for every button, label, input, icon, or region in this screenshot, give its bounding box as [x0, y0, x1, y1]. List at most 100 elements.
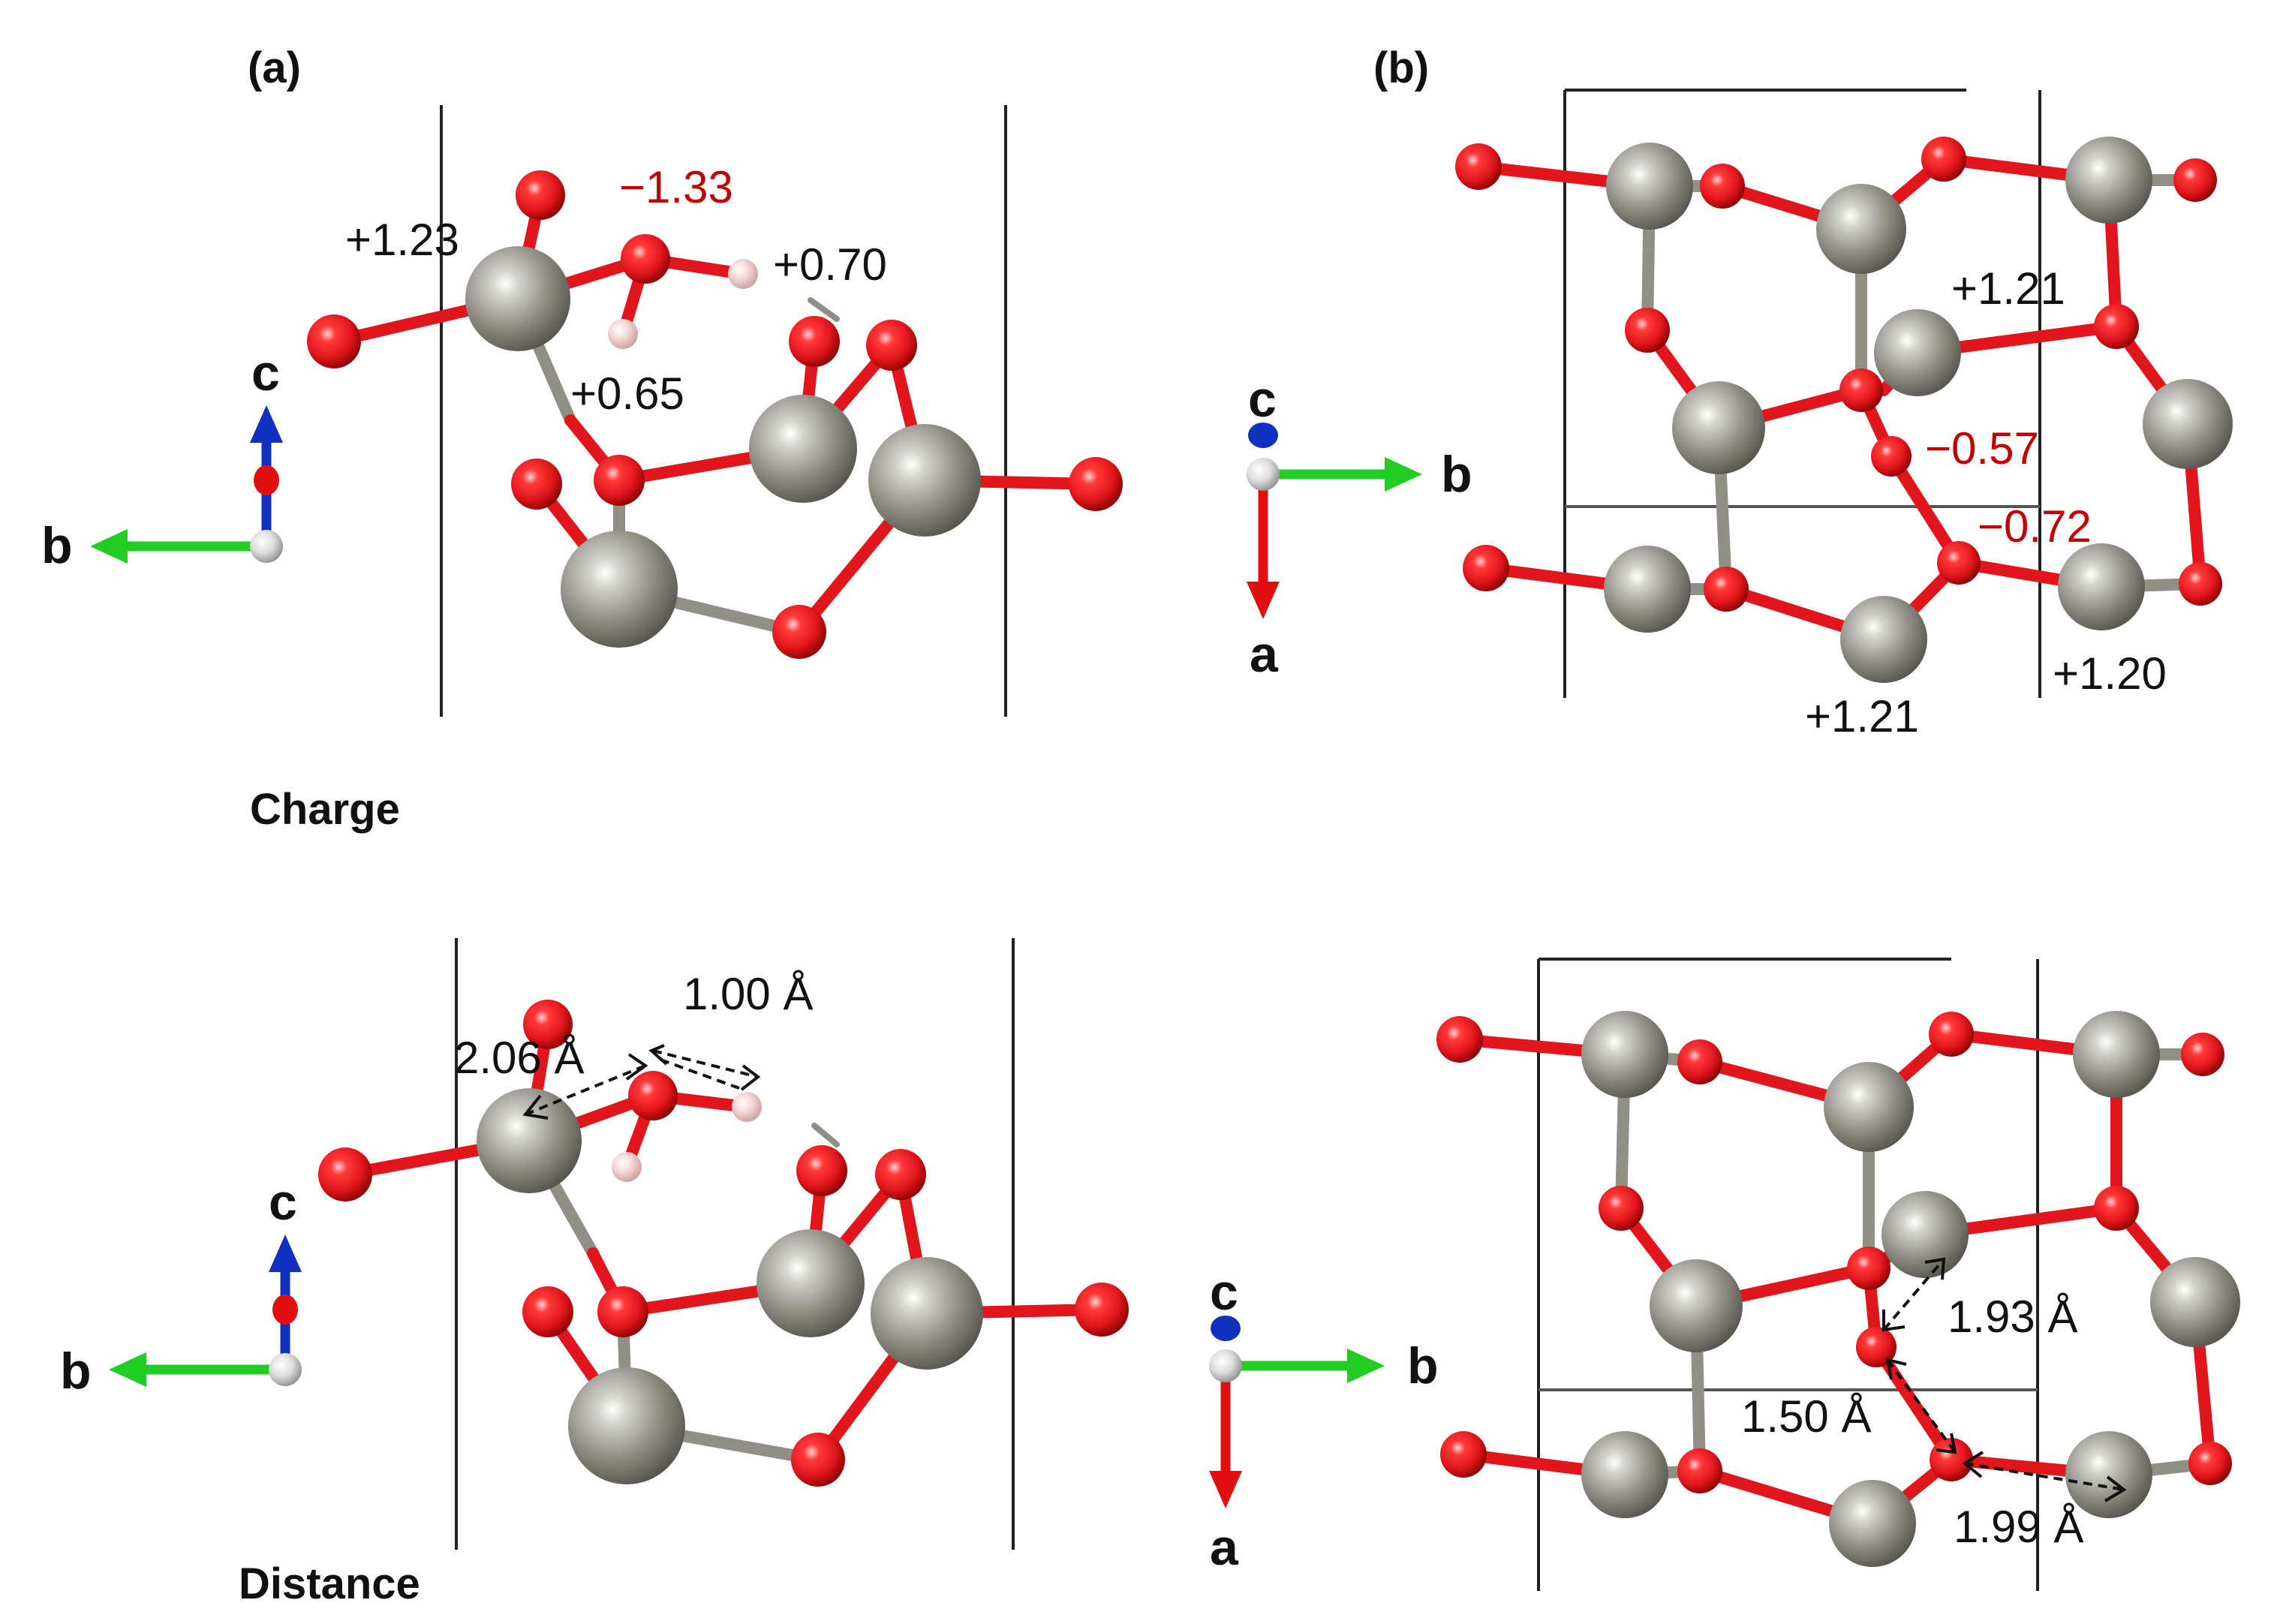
ti-atom: [561, 531, 678, 648]
o-atom: [1677, 1039, 1722, 1084]
ti-atom: [2065, 137, 2152, 224]
ti-atom: [1650, 1259, 1743, 1352]
panel-b-distance: 1.93 Å 1.50 Å 1.99 Å: [1436, 958, 2240, 1591]
axis-triad: b c a: [1209, 1264, 1439, 1576]
o-atom: [1625, 308, 1670, 353]
o-atom: [628, 1071, 678, 1120]
o-atom: [2188, 1442, 2232, 1485]
charge-label-ti: +1.23: [345, 215, 459, 265]
axis-label-b: b: [60, 1343, 92, 1400]
row-label-distance: Distance: [239, 1559, 420, 1608]
o-atom: [594, 455, 645, 506]
o-atom: [796, 1145, 847, 1196]
axis-triad: b c: [41, 344, 283, 574]
ti-atom: [465, 246, 570, 351]
o-atom: [1599, 1186, 1644, 1231]
o-atom: [1856, 1327, 1897, 1367]
axis-triad: b c: [60, 1174, 302, 1400]
o-atom: [1436, 1016, 1483, 1063]
distance-label-o-h: 1.00 Å: [683, 969, 813, 1019]
o-atom: [1937, 541, 1981, 585]
ti-atom: [749, 395, 857, 503]
ti-atom: [2065, 1431, 2152, 1518]
axis-label-c: c: [1248, 371, 1277, 428]
o-atom: [1700, 164, 1745, 209]
o-atom: [597, 1286, 648, 1337]
ti-atom: [868, 424, 981, 537]
o-atom: [789, 316, 840, 367]
axis-label-a: a: [1210, 1519, 1239, 1576]
axis-label-b: b: [1441, 446, 1472, 503]
o-atom: [621, 234, 670, 284]
arrowheads: [522, 1044, 761, 1120]
o-atom: [866, 320, 917, 371]
o-atom: [1921, 137, 1966, 182]
o-atom: [1930, 1438, 1973, 1481]
charge-label-ti-top: +1.21: [1951, 263, 2065, 314]
o-atom: [2094, 1186, 2139, 1231]
ti-atom: [2150, 1257, 2240, 1347]
axis-label-b: b: [41, 517, 73, 574]
o-atom: [2181, 1033, 2224, 1076]
panel-label-a: (a): [248, 44, 301, 92]
o-atom: [2173, 158, 2217, 202]
ti-atom: [871, 1257, 983, 1370]
axis-triad: b c a: [1247, 371, 1472, 683]
ti-atom: [1829, 1480, 1916, 1567]
o-atom: [307, 314, 361, 368]
ti-atom: [568, 1367, 685, 1484]
ti-atom: [1840, 596, 1927, 683]
o-atom: [1677, 1448, 1722, 1493]
charge-label-o-water: −1.33: [619, 162, 733, 212]
o-atom: [318, 1147, 372, 1201]
ti-atom: [1824, 1062, 1914, 1152]
distance-label-o-ti: 1.93 Å: [1948, 1292, 2077, 1342]
o-atom: [1463, 545, 1509, 591]
distance-arrows: [525, 1049, 759, 1116]
o-atom: [1455, 143, 1502, 190]
o-atom: [522, 1286, 573, 1337]
ti-atom: [477, 1088, 582, 1193]
ti-atom: [1581, 1431, 1668, 1518]
axis-label-c: c: [251, 344, 280, 401]
arrowheads: [1882, 1257, 2127, 1502]
charge-label-h1: +0.70: [773, 239, 887, 290]
ti-atom: [1874, 309, 1961, 396]
ti-atom: [1606, 143, 1693, 230]
axis-label-c: c: [1210, 1264, 1238, 1321]
o-atom: [1847, 1247, 1890, 1290]
panel-a-distance: 2.06 Å 1.00 Å: [318, 938, 1129, 1550]
row-label-charge: Charge: [250, 785, 400, 834]
o-atom: [523, 1000, 573, 1049]
o-atom: [1929, 1012, 1974, 1057]
h-atom: [612, 1152, 642, 1182]
ti-atom: [756, 1229, 865, 1337]
charge-label-o-lower: −0.72: [1978, 501, 2092, 552]
o-atom: [875, 1149, 926, 1200]
ti-atom: [1816, 184, 1906, 274]
ti-atom: [2058, 543, 2145, 630]
axis-label-b: b: [1407, 1337, 1439, 1394]
o-atom: [1704, 567, 1749, 612]
o-atom: [2094, 304, 2139, 349]
ti-atom: [1581, 1011, 1668, 1098]
o-atom: [1839, 368, 1883, 412]
h-atom: [732, 1092, 762, 1122]
ti-atom: [2073, 1011, 2160, 1098]
panel-b-charge: +1.21 −0.57 −0.72 +1.21 +1.20: [1455, 89, 2233, 741]
o-atom: [791, 1433, 845, 1487]
o-atom: [1440, 1431, 1487, 1478]
o-atom: [516, 170, 565, 220]
distance-label-o-ti2: 1.99 Å: [1954, 1502, 2083, 1552]
ti-atom: [1604, 546, 1691, 633]
distance-label-o-o: 1.50 Å: [1741, 1391, 1871, 1442]
bonds: [339, 1018, 1108, 1466]
axis-label-c: c: [269, 1174, 297, 1231]
panel-a-charge: +1.23 −1.33 +0.70 +0.65: [307, 105, 1123, 717]
o-atom: [1871, 436, 1912, 477]
ti-atom: [2143, 379, 2233, 469]
h-atom: [608, 319, 638, 349]
charge-label-ti-right: +1.20: [2053, 648, 2167, 699]
distance-label-ti-o: 2.06 Å: [454, 1033, 584, 1083]
